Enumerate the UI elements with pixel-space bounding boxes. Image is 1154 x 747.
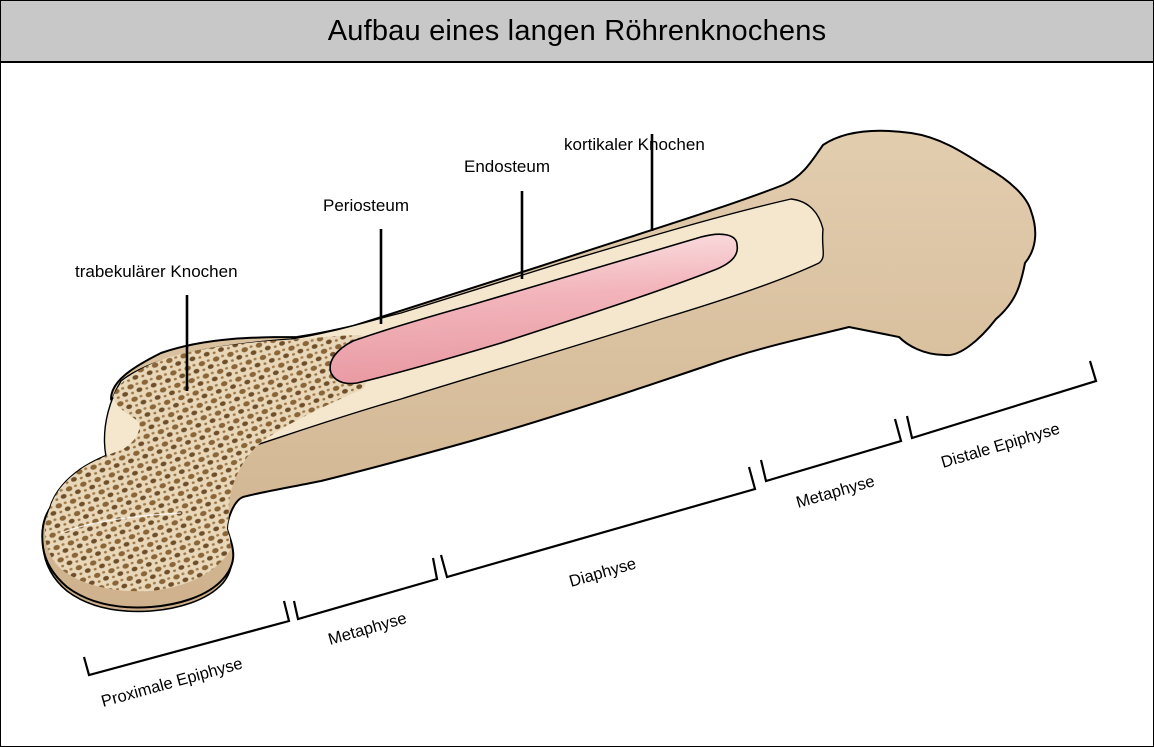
bracket-distal-epiphysis: [907, 361, 1096, 438]
bracket-proximal-epiphysis: [84, 601, 289, 675]
bracket-metaphysis-distal: [761, 419, 901, 481]
label-proximal-epiphysis: Proximale Epiphyse: [99, 655, 244, 711]
label-trabecular-bone: trabekulärer Knochen: [75, 262, 238, 281]
label-metaphysis-distal: Metaphyse: [794, 472, 877, 512]
label-endosteum: Endosteum: [464, 157, 550, 176]
label-diaphysis: Diaphyse: [567, 555, 638, 591]
label-periosteum: Periosteum: [323, 196, 409, 215]
bracket-diaphysis: [441, 467, 755, 577]
label-distal-epiphysis: Distale Epiphyse: [939, 420, 1062, 472]
bone-illustration: [42, 131, 1035, 612]
label-cortical-bone: kortikaler Knochen: [564, 135, 705, 154]
label-metaphysis-proximal: Metaphyse: [326, 609, 409, 649]
bracket-metaphysis-proximal: [294, 558, 437, 619]
